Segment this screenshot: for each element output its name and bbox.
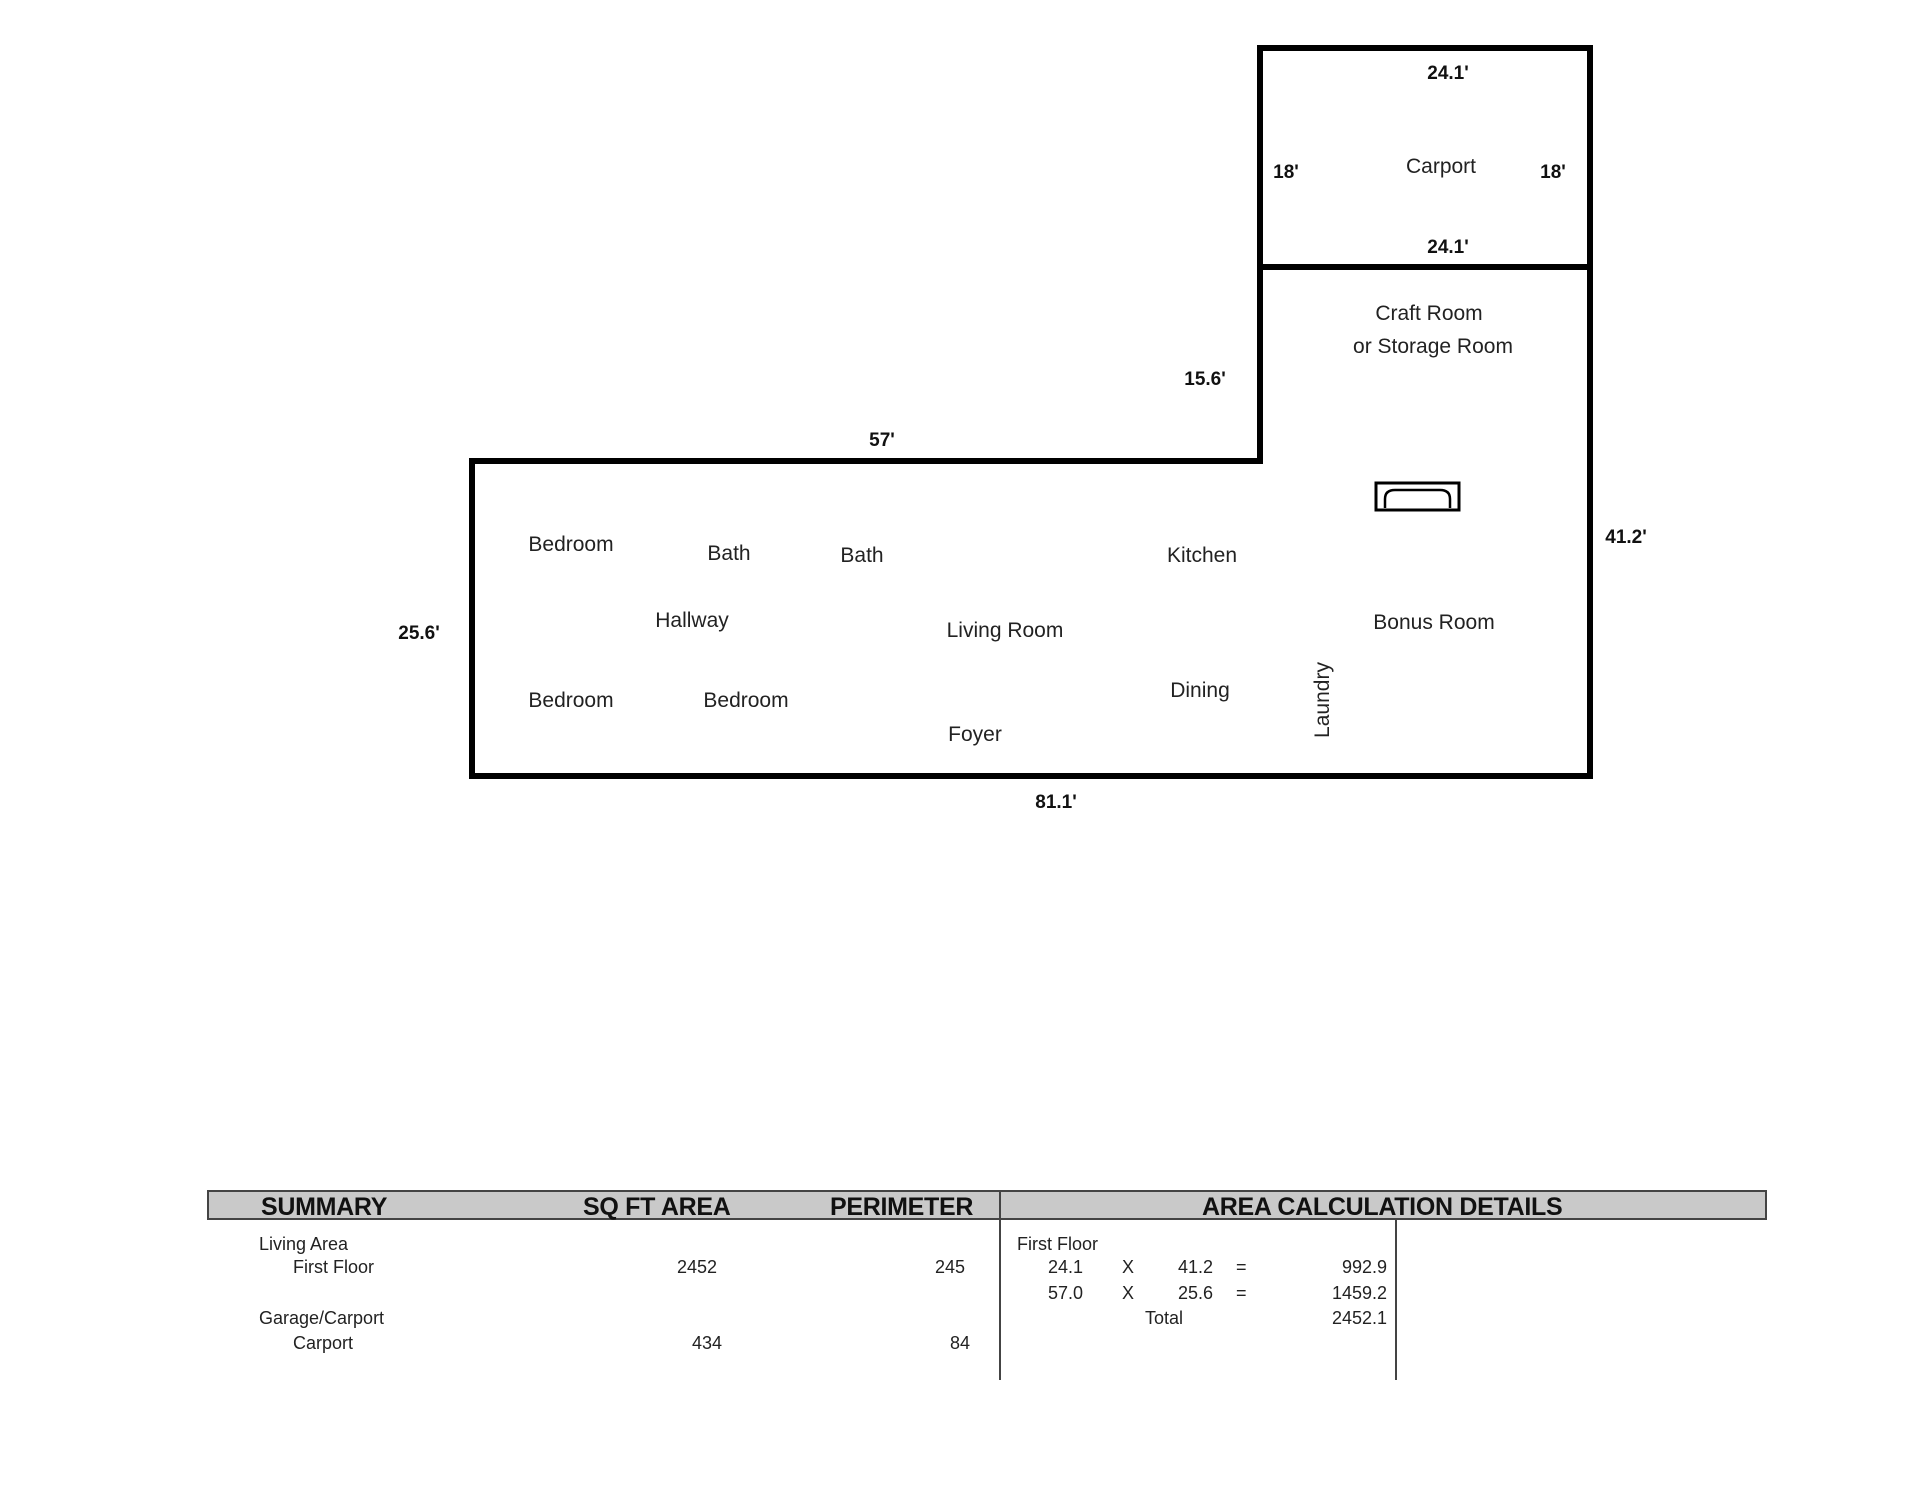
- dimension-right-wall: 41.2': [1605, 527, 1647, 548]
- room-label-foyer: Foyer: [948, 723, 1002, 746]
- summary-row-area: 434: [691, 1333, 722, 1353]
- room-label-living-room: Living Room: [947, 619, 1064, 642]
- details-operator: X: [1122, 1257, 1135, 1277]
- details-result: 1459.2: [1331, 1283, 1387, 1303]
- header-perimeter: PERIMETER: [830, 1193, 974, 1221]
- details-total-value: 2452.1: [1331, 1308, 1387, 1328]
- summary-table-header: SUMMARY SQ FT AREA PERIMETER AREA CALCUL…: [207, 1190, 1767, 1221]
- summary-row-label: Living Area: [259, 1234, 349, 1254]
- fireplace-icon: [1374, 481, 1461, 512]
- summary-row-label: First Floor: [293, 1257, 374, 1277]
- room-label-hallway: Hallway: [655, 609, 729, 632]
- summary-row-perimeter: 245: [934, 1257, 965, 1277]
- room-label-bath-2: Bath: [840, 544, 883, 567]
- dimension-carport-left: 18': [1273, 162, 1299, 183]
- details-operator: X: [1122, 1283, 1135, 1303]
- room-label-carport: Carport: [1406, 155, 1476, 178]
- summary-row-area: 2452: [676, 1257, 717, 1277]
- details-operand-b: 25.6: [1177, 1283, 1213, 1303]
- column-divider-main: [999, 1190, 1001, 1380]
- room-label-dining: Dining: [1170, 679, 1230, 702]
- summary-row-label: Garage/Carport: [259, 1308, 385, 1328]
- details-operand-b: 41.2: [1177, 1257, 1213, 1277]
- column-divider-details: [1395, 1220, 1397, 1380]
- details-operand-a: 24.1: [1047, 1257, 1083, 1277]
- summary-row-perimeter: 84: [949, 1333, 970, 1353]
- room-label-bedroom-bottom-left: Bedroom: [528, 689, 613, 712]
- exterior-walls: [469, 45, 1593, 779]
- details-section-label: First Floor: [1017, 1234, 1098, 1254]
- dimension-carport-right: 18': [1540, 162, 1566, 183]
- room-label-laundry: Laundry: [1311, 662, 1334, 738]
- header-sq-ft-area: SQ FT AREA: [583, 1193, 731, 1221]
- room-label-bedroom-bottom-mid: Bedroom: [703, 689, 788, 712]
- room-label-bath-1: Bath: [707, 542, 750, 565]
- details-equals: =: [1236, 1283, 1247, 1303]
- room-label-kitchen: Kitchen: [1167, 544, 1237, 567]
- details-total-label: Total: [1145, 1308, 1184, 1328]
- room-label-bedroom-top: Bedroom: [528, 533, 613, 556]
- details-operand-a: 57.0: [1047, 1283, 1083, 1303]
- dimension-carport-top: 24.1': [1427, 63, 1469, 84]
- room-label-craft-room: Craft Room: [1375, 302, 1482, 325]
- details-equals: =: [1236, 1257, 1247, 1277]
- dimension-step-vertical: 15.6': [1184, 369, 1226, 390]
- summary-row-label: Carport: [293, 1333, 354, 1353]
- details-result: 992.9: [1341, 1257, 1387, 1277]
- header-summary: SUMMARY: [261, 1193, 388, 1221]
- dimension-top-wall: 57': [869, 430, 895, 451]
- header-area-calculation-details: AREA CALCULATION DETAILS: [1202, 1193, 1563, 1221]
- summary-table: SUMMARY SQ FT AREA PERIMETER AREA CALCUL…: [207, 1190, 1769, 1380]
- room-label-bonus-room: Bonus Room: [1373, 611, 1494, 634]
- dimension-carport-bottom: 24.1': [1427, 237, 1469, 258]
- floor-plan-diagram: Carport Craft Room or Storage Room Bedro…: [398, 45, 1647, 813]
- dimension-left-wall: 25.6': [398, 623, 440, 644]
- room-label-storage-room: or Storage Room: [1353, 335, 1513, 358]
- dimension-bottom-wall: 81.1': [1035, 792, 1077, 813]
